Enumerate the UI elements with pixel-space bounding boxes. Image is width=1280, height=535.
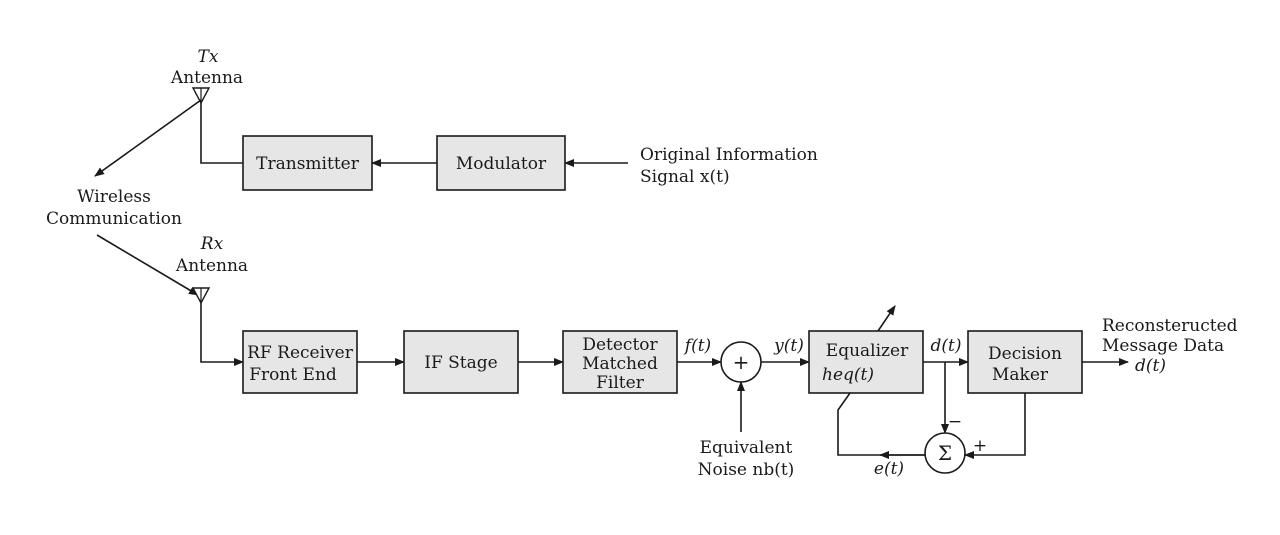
detector-label-1: Detector	[582, 335, 658, 355]
rf-receiver-block	[242, 330, 358, 394]
tx-antenna-label-1: Tx	[198, 47, 219, 67]
error-feedback-wire	[837, 392, 925, 456]
sigma-plus-sign: +	[973, 436, 987, 456]
modulator-label: Modulator	[456, 154, 547, 174]
if-stage-block	[403, 330, 519, 394]
tx-antenna-label-2: Antenna	[170, 68, 243, 88]
decision-label-2: Maker	[992, 365, 1049, 385]
sigma-minus-sign: −	[948, 412, 962, 432]
noise-label-2: Noise nb(t)	[698, 460, 795, 480]
output-label-3: d(t)	[1135, 356, 1166, 376]
rx-antenna-icon	[191, 287, 211, 305]
transmitter-label: Transmitter	[256, 154, 360, 174]
equalizer-block	[808, 330, 924, 394]
if-stage-label: IF Stage	[424, 353, 497, 373]
decision-label-1: Decision	[988, 344, 1062, 364]
signal-f-label: f(t)	[683, 336, 711, 356]
decision-to-sigma-arrow	[964, 393, 1026, 459]
sigma-symbol: Σ	[938, 441, 952, 465]
noise-label-1: Equivalent	[700, 438, 793, 458]
equalizer-label-2: heq(t)	[822, 365, 874, 385]
tx-radiate-arrow	[94, 99, 202, 177]
channel-label-1: Wireless	[77, 187, 151, 207]
sum-plus-symbol: +	[733, 350, 750, 374]
error-sigma-junction	[924, 432, 966, 474]
source-label-2: Signal x(t)	[640, 167, 730, 187]
detector-block	[562, 330, 678, 394]
rf-receiver-label-2: Front End	[249, 365, 337, 385]
tx-feed-wire	[200, 103, 243, 164]
rx-feed-arrow	[200, 303, 244, 366]
rf-receiver-label-1: RF Receiver	[247, 343, 354, 363]
output-label-2: Message Data	[1102, 336, 1224, 356]
rx-antenna-label-2: Antenna	[175, 256, 248, 276]
detector-label-2: Matched	[582, 354, 658, 374]
adaptive-arrow	[877, 305, 896, 332]
source-label-1: Original Information	[640, 145, 818, 165]
modulator-block	[436, 135, 566, 191]
signal-d-label: d(t)	[931, 336, 962, 356]
equalizer-label-1: Equalizer	[826, 341, 909, 361]
signal-y-label: y(t)	[773, 336, 804, 356]
rx-antenna-label-1: Rx	[200, 234, 224, 254]
transmitter-block	[242, 135, 373, 191]
channel-label-2: Communication	[46, 209, 182, 229]
output-label-1: Reconsteructed	[1102, 316, 1238, 336]
signal-e-label: e(t)	[874, 459, 904, 479]
detector-label-3: Filter	[596, 373, 645, 393]
rx-incoming-arrow	[96, 234, 199, 296]
